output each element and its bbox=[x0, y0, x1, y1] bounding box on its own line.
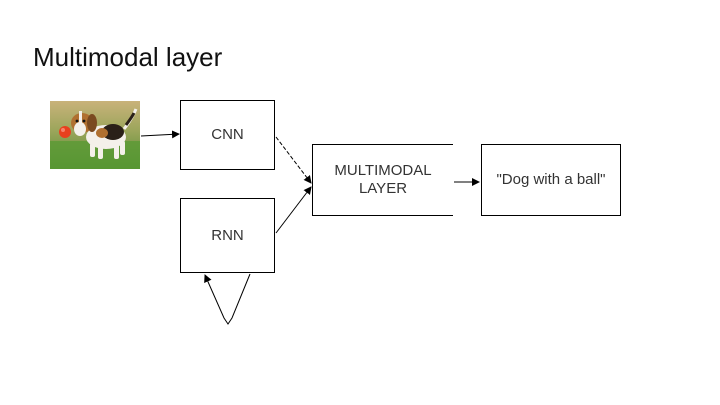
cnn-box: CNN bbox=[180, 100, 275, 170]
arrow-cnn-to-multimodal bbox=[275, 136, 312, 184]
rnn-label: RNN bbox=[211, 226, 244, 244]
output-caption-label: "Dog with a ball" bbox=[496, 171, 606, 188]
slide-title: Multimodal layer bbox=[33, 42, 223, 72]
arrow-rnn-recurrent-loop bbox=[204, 273, 251, 325]
dog-with-ball-image bbox=[50, 101, 140, 169]
rnn-box: RNN bbox=[180, 198, 275, 273]
arrow-rnn-to-multimodal bbox=[275, 186, 312, 234]
arrow-image-to-cnn bbox=[140, 130, 180, 139]
cnn-label: CNN bbox=[211, 126, 244, 143]
output-caption-box: "Dog with a ball" bbox=[481, 144, 621, 216]
multimodal-layer-label: MULTIMODAL LAYER bbox=[334, 162, 432, 197]
multimodal-layer-box: MULTIMODAL LAYER bbox=[312, 144, 453, 216]
